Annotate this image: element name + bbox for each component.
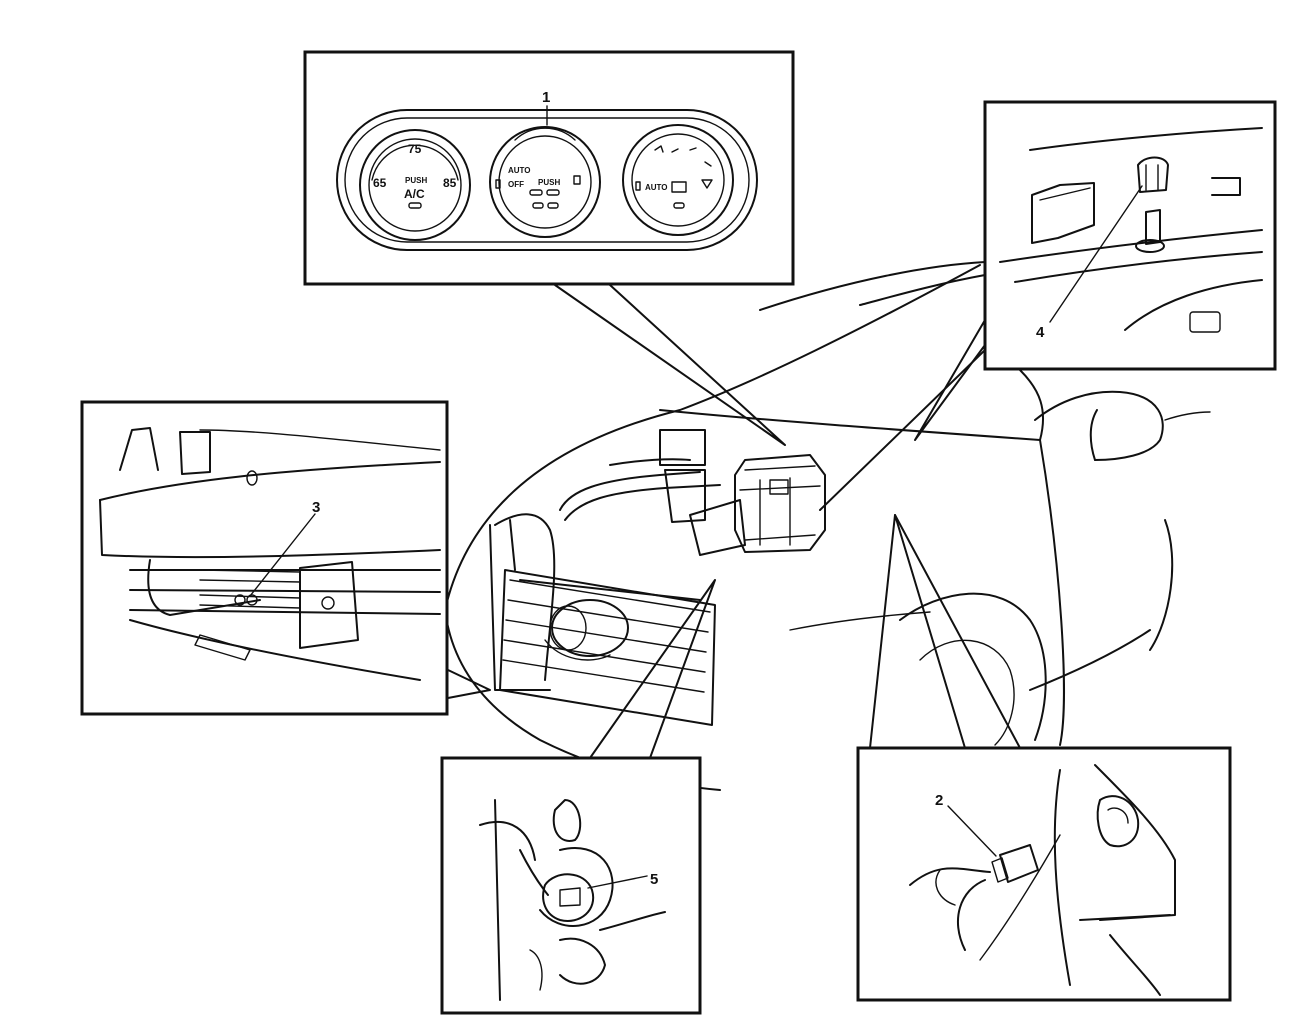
- right-mode-dial: AUTO: [622, 124, 734, 236]
- inset-4-sensor: 4: [983, 100, 1277, 371]
- leader-wedges: [447, 284, 1021, 759]
- callout-3-label: 3: [312, 499, 320, 516]
- callout-5-label: 5: [650, 871, 658, 888]
- left-dial-push-label: PUSH: [405, 176, 427, 185]
- center-dial-push-label: PUSH: [538, 178, 560, 187]
- inset-3-condenser: 3: [80, 400, 449, 716]
- callout-4-label: 4: [1036, 324, 1045, 341]
- ac-system-components: [489, 429, 826, 726]
- callout-1-label: 1: [542, 89, 550, 106]
- inset-5-compressor-connector: 5: [440, 756, 702, 1015]
- left-dial-right-number: 85: [443, 176, 457, 190]
- left-temperature-dial: 75 65 85 PUSH A/C: [359, 129, 471, 241]
- center-dial-off-label: OFF: [508, 180, 524, 189]
- left-dial-top-number: 75: [408, 142, 422, 156]
- center-fan-dial: AUTO OFF PUSH: [489, 126, 601, 238]
- inset-2-sensor-connector: 2: [856, 746, 1232, 1002]
- center-dial-auto-label: AUTO: [508, 166, 531, 175]
- right-dial-auto-label: AUTO: [645, 183, 668, 192]
- inset-1-control-head: 75 65 85 PUSH A/C AUTO OFF PUSH: [303, 50, 795, 286]
- callout-2-label: 2: [935, 792, 943, 809]
- left-dial-left-number: 65: [373, 176, 387, 190]
- ac-button-label: A/C: [404, 187, 425, 201]
